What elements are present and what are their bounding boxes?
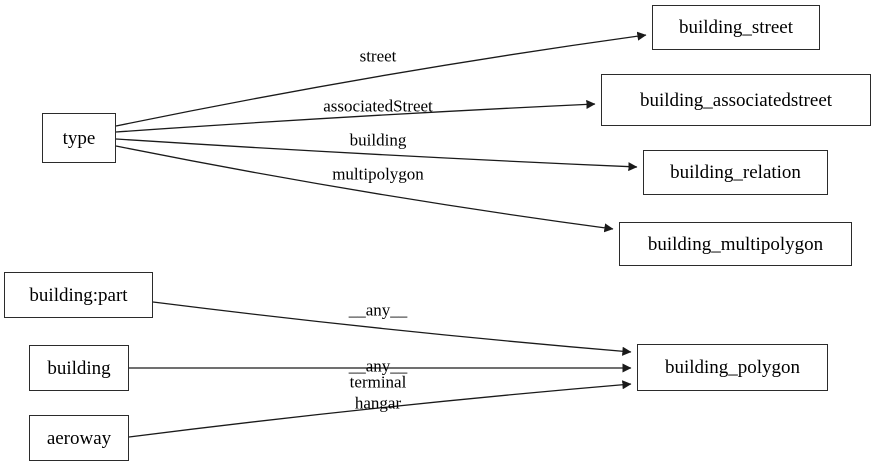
node-label: building_polygon <box>664 357 801 378</box>
edges-group <box>115 31 647 438</box>
node-aeroway[interactable]: aeroway <box>29 415 129 461</box>
node-building_associatedstreet[interactable]: building_associatedstreet <box>601 74 871 126</box>
node-label: building_relation <box>670 162 801 183</box>
edge-label-multipolygon: multipolygon <box>332 164 424 184</box>
node-label: building:part <box>29 284 128 306</box>
node-building[interactable]: building <box>29 345 129 391</box>
edge-type-to-building_associatedstreet <box>115 99 596 133</box>
edge-type-to-building_multipolygon <box>115 145 614 233</box>
node-building_polygon[interactable]: building_polygon <box>637 344 828 391</box>
node-building_multipolygon[interactable]: building_multipolygon <box>619 222 852 266</box>
edge-aeroway-to-building_polygon <box>128 380 632 438</box>
node-building_relation[interactable]: building_relation <box>643 150 828 195</box>
edge-type-to-building_street <box>115 31 647 127</box>
node-label: building_street <box>679 17 793 38</box>
edge-label-any: __any__ <box>348 300 408 320</box>
edge-label-any: __any__ <box>348 356 408 376</box>
edge-building_part-to-building_polygon <box>152 301 632 356</box>
node-label: aeroway <box>46 427 112 449</box>
edge-label-terminal: terminal <box>349 372 407 392</box>
node-label: type <box>62 127 96 149</box>
edge-label-building: building <box>349 130 407 150</box>
node-type[interactable]: type <box>42 113 116 163</box>
node-label: building_associatedstreet <box>639 89 833 111</box>
node-building_part[interactable]: building:part <box>4 272 153 318</box>
edge-label-street: street <box>359 46 397 66</box>
edge-type-to-building_relation <box>115 138 638 172</box>
node-label: building <box>47 357 111 379</box>
node-label: building_multipolygon <box>647 233 824 255</box>
edge-label-associatedstreet: associatedStreet <box>323 96 433 116</box>
node-building_street[interactable]: building_street <box>652 5 820 50</box>
edge-label-hangar: hangar <box>354 393 402 413</box>
